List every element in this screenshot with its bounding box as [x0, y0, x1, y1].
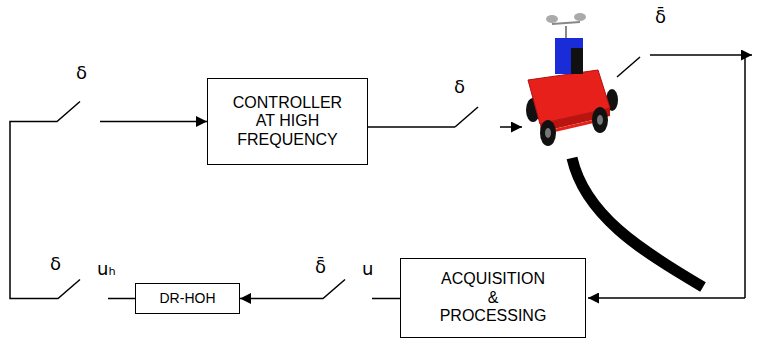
box-label: CONTROLLER AT HIGH FREQUENCY: [231, 94, 345, 149]
signal-connector: [240, 280, 400, 299]
robot-rim: [597, 115, 603, 125]
robot-cabin: [555, 38, 583, 74]
cable: [572, 158, 703, 287]
box-label: DR-HOH: [160, 290, 216, 306]
robot-wheel: [540, 120, 556, 146]
process-box: CONTROLLER AT HIGH FREQUENCY: [207, 78, 368, 165]
signal-connector: [10, 102, 207, 299]
signal-arrow: [650, 54, 752, 56]
robot-rim: [545, 128, 551, 138]
signal-wire: [368, 126, 455, 128]
signal-label: δ: [76, 62, 87, 84]
robot-sensor: [546, 15, 558, 23]
robot-mast: [552, 22, 580, 24]
process-box: DR-HOH: [135, 283, 240, 314]
signal-label: u: [362, 258, 373, 280]
signal-label: δ̄: [655, 6, 666, 28]
signal-wire: [744, 55, 746, 298]
switch-blade: [455, 107, 478, 127]
signal-label: δ: [454, 76, 465, 98]
robot-front: [571, 48, 583, 74]
robot-wheel: [592, 107, 608, 133]
signal-label: δ: [50, 253, 61, 275]
signal-label: uₕ: [97, 258, 116, 280]
robot-mast: [565, 26, 567, 38]
signal-arrow: [588, 297, 745, 299]
box-label: ACQUISITION & PROCESSING: [436, 270, 550, 325]
process-box: ACQUISITION & PROCESSING: [400, 258, 586, 338]
robot-illustration: [526, 13, 618, 146]
signal-label: δ̄: [315, 256, 326, 278]
signal-arrow: [500, 126, 522, 128]
robot-sensor: [574, 13, 586, 21]
switch-blade: [617, 57, 640, 77]
